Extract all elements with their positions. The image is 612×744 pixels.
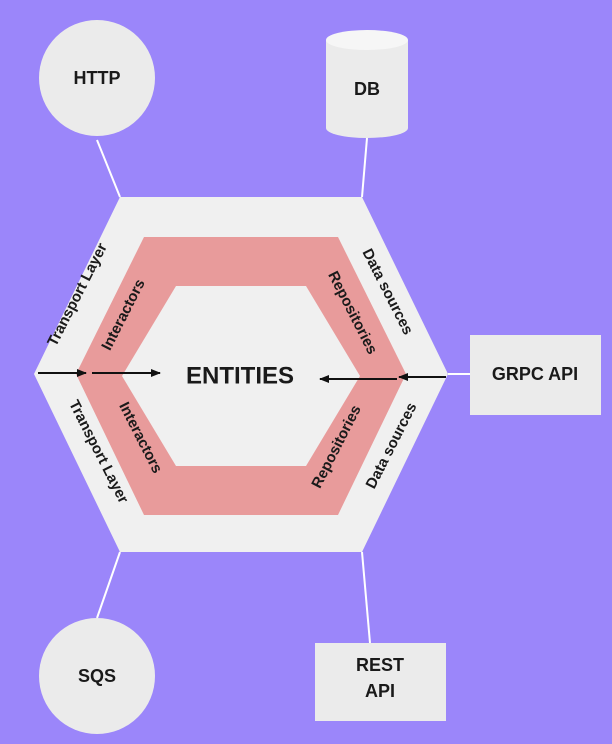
rest-api-label-line1: REST	[356, 655, 404, 675]
sqs-connector-line	[96, 551, 121, 619]
sqs-node: SQS	[39, 618, 155, 734]
db-connector-line	[361, 137, 368, 198]
db-node: DB	[326, 30, 408, 138]
rest-api-label-line2: API	[365, 681, 395, 701]
grpc-api-node: GRPC API	[470, 335, 601, 415]
http-connector-line	[96, 139, 121, 198]
grpc-api-label: GRPC API	[492, 364, 578, 384]
entities-label: ENTITIES	[186, 362, 294, 389]
rest-connector-line	[361, 551, 371, 644]
sqs-label: SQS	[78, 666, 116, 686]
http-node: HTTP	[39, 20, 155, 136]
http-label: HTTP	[74, 68, 121, 88]
db-label: DB	[354, 79, 380, 99]
inner-hexagon	[122, 286, 360, 466]
rest-api-node: REST API	[315, 643, 446, 721]
